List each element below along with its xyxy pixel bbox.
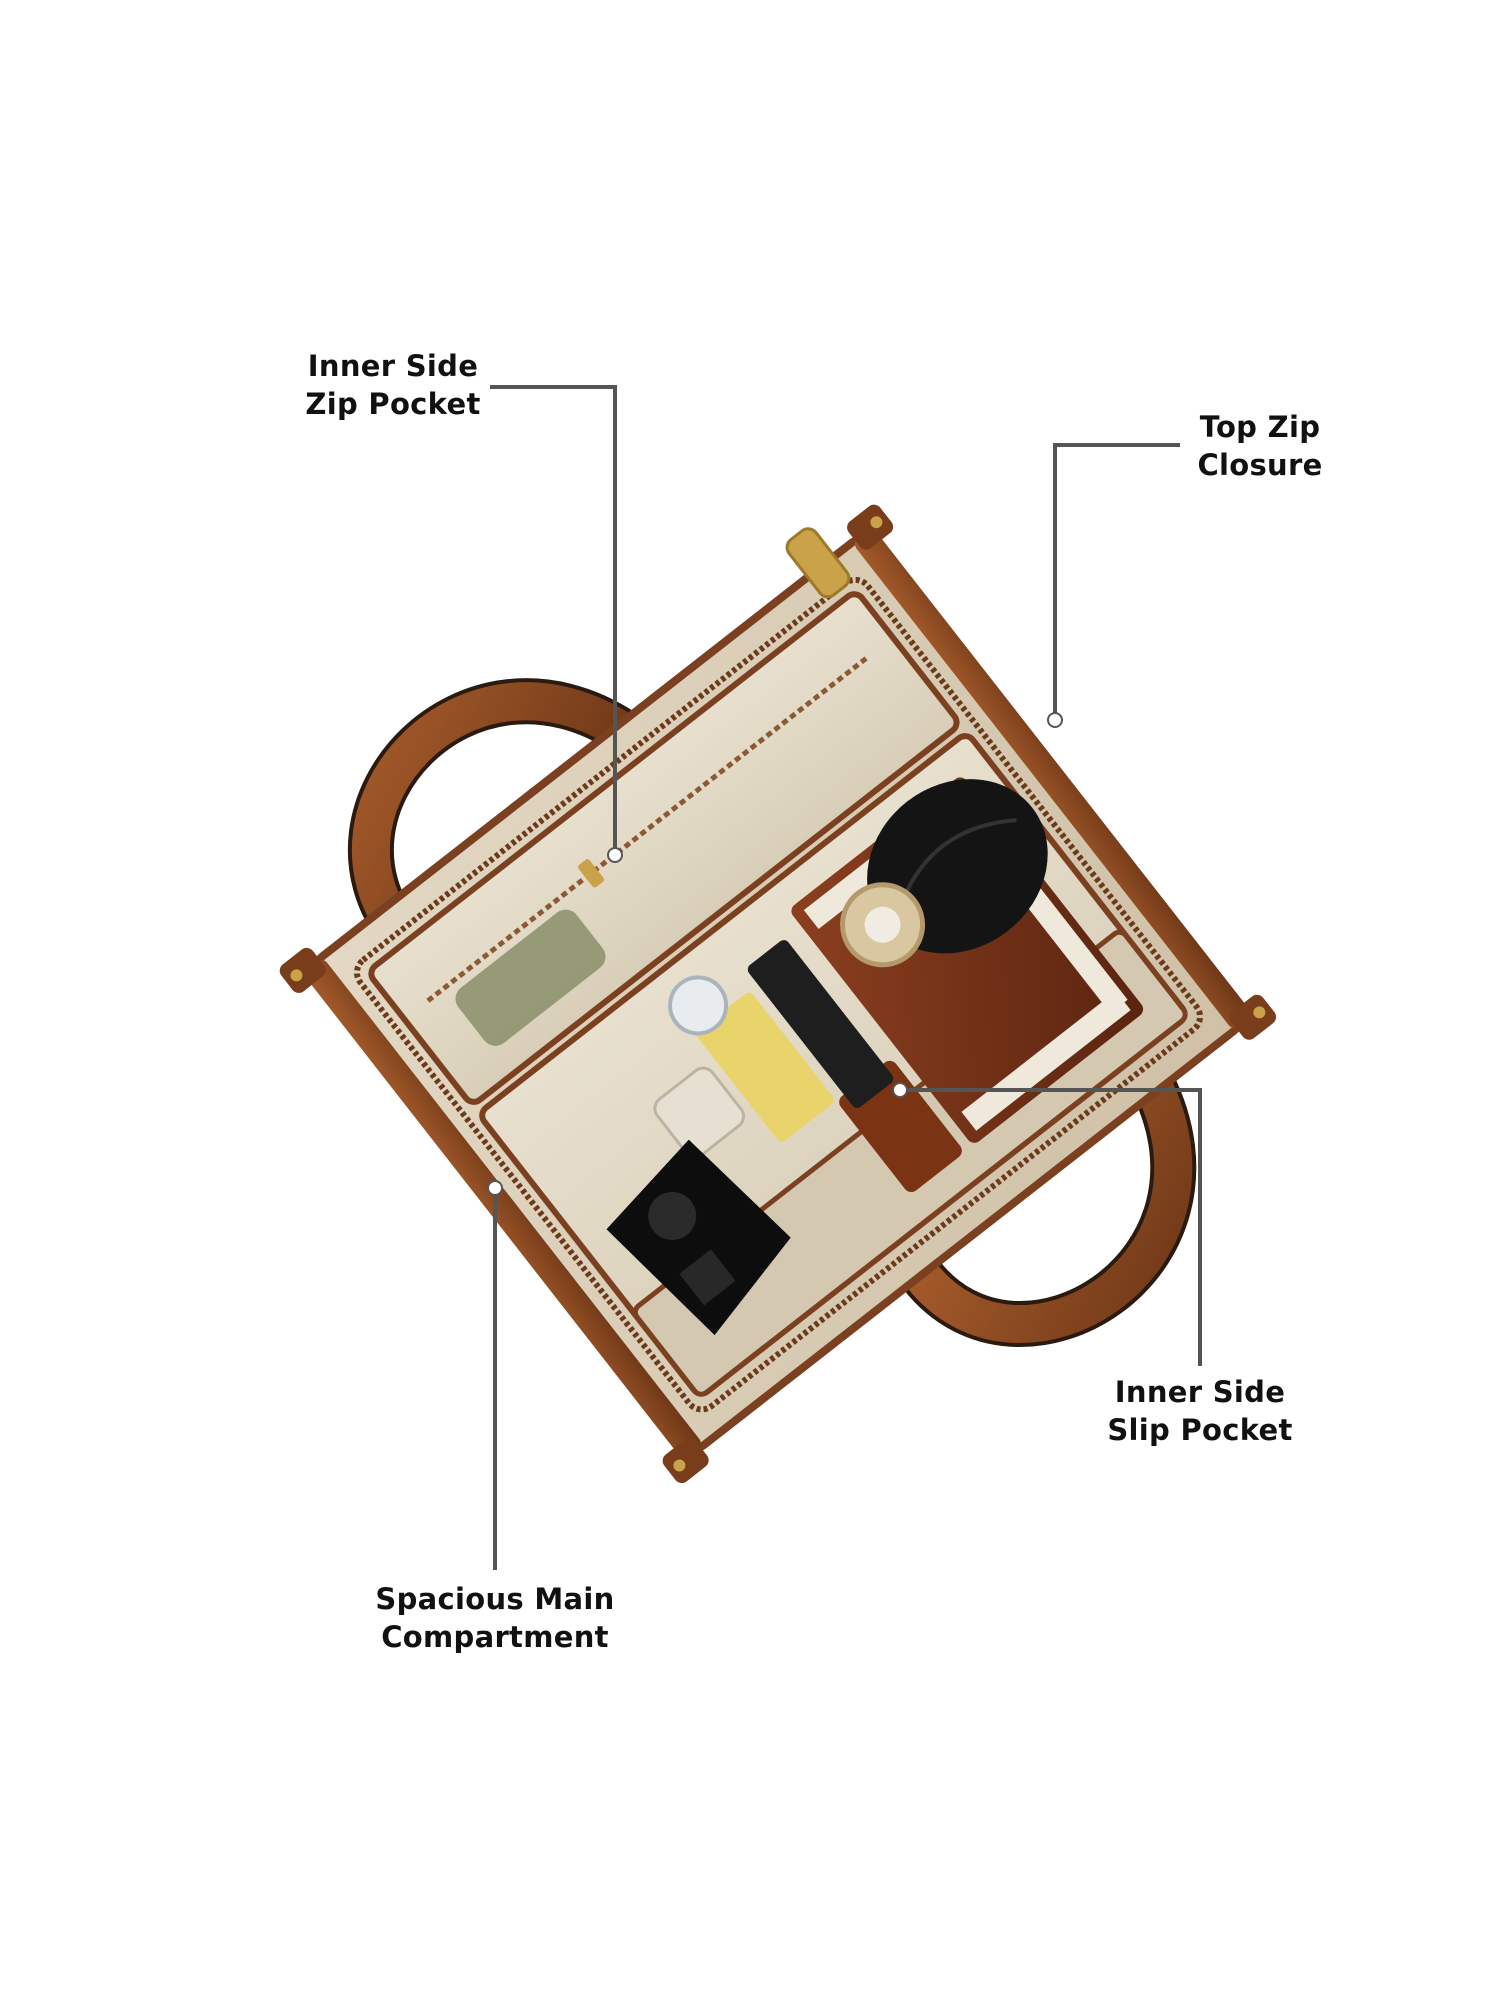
callout-line: Spacious Main — [375, 1582, 615, 1616]
callout-inner-side-zip-pocket: Inner Side Zip Pocket — [298, 347, 488, 423]
callout-line: Zip Pocket — [305, 387, 481, 421]
callout-line: Inner Side — [1114, 1375, 1286, 1409]
perfume-bottle — [606, 1139, 791, 1336]
callout-line: Inner Side — [307, 349, 479, 383]
top-handle — [347, 678, 648, 957]
callout-inner-side-slip-pocket: Inner Side Slip Pocket — [1100, 1373, 1300, 1449]
leader-lines — [487, 385, 1202, 1570]
callout-top-zip-closure: Top Zip Closure — [1180, 408, 1340, 484]
cosmetics — [653, 882, 926, 1159]
zip-puller — [785, 527, 851, 599]
callout-line: Compartment — [381, 1620, 609, 1654]
callout-line: Top Zip — [1199, 410, 1321, 444]
callout-line: Slip Pocket — [1107, 1413, 1293, 1447]
bottom-handle — [898, 1059, 1197, 1348]
callout-line: Closure — [1197, 448, 1323, 482]
callout-spacious-main-compartment: Spacious Main Compartment — [365, 1580, 625, 1656]
inner-zip-pocket — [368, 591, 960, 1105]
